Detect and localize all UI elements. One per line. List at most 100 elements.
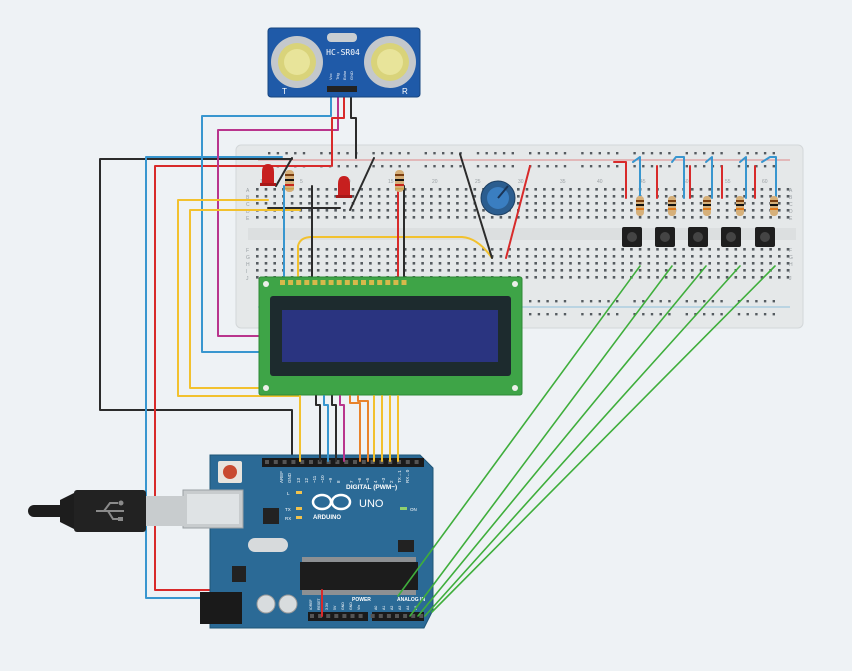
wire-black-jumper-2[interactable] <box>349 157 375 211</box>
wire-blue-sensor-vcc[interactable] <box>201 95 332 353</box>
arduino-uno[interactable]: AREF GND 13 12 ~11 ~10 ~9 8 7 ~6 ~5 4 ~3… <box>182 454 434 629</box>
wire-black-jumper-1[interactable] <box>275 157 293 187</box>
hole <box>633 313 636 316</box>
hole <box>430 269 433 272</box>
hole <box>525 269 529 272</box>
wire-blue-btn-5[interactable] <box>761 156 777 199</box>
hole <box>280 280 285 285</box>
hole <box>551 269 555 272</box>
wire-yellow-left[interactable] <box>177 199 301 397</box>
hole <box>459 165 462 168</box>
reset-button-cap[interactable] <box>223 465 237 479</box>
wire-red-btn-1[interactable] <box>613 161 627 199</box>
hole <box>717 269 720 272</box>
hole <box>386 216 390 219</box>
hole <box>336 280 342 285</box>
hole <box>464 269 468 272</box>
wire-red-sensor-echo[interactable] <box>331 95 345 167</box>
resistor-2[interactable] <box>395 170 404 192</box>
hole <box>664 209 668 212</box>
ultrasonic-sensor[interactable]: HC-SR04 T R Vcc Trig Echo GND <box>267 27 421 98</box>
hole <box>703 165 706 168</box>
wire-blue-lcd-arduino[interactable] <box>323 395 329 462</box>
wire-green-btn-4[interactable] <box>424 265 741 617</box>
hole <box>325 195 329 198</box>
hole <box>537 313 541 316</box>
hole <box>560 209 564 212</box>
wire-black-sensor-gnd[interactable] <box>350 95 357 159</box>
hole <box>581 313 584 316</box>
hole <box>343 216 346 219</box>
wire-blue-btn-3[interactable] <box>705 156 713 199</box>
hole <box>450 152 454 155</box>
row-letter: B <box>246 195 250 201</box>
hole <box>685 165 688 168</box>
hole <box>734 248 738 251</box>
hole <box>447 188 450 191</box>
digital-label: DIGITAL (PWM~) <box>346 484 397 491</box>
wire-black-lcd-arduino-2[interactable] <box>331 395 337 462</box>
wire-green-btn-5[interactable] <box>431 265 776 613</box>
hole <box>273 255 276 258</box>
wire-black-lcd-arduino-1[interactable] <box>315 395 321 462</box>
wire-black-jumper-3[interactable] <box>459 153 493 259</box>
pin-label: A0 <box>374 606 378 610</box>
button-cap[interactable] <box>660 232 670 242</box>
wire-yellow-left-2[interactable] <box>189 209 301 389</box>
button-cap[interactable] <box>760 232 770 242</box>
pushbutton-4[interactable] <box>721 227 741 247</box>
hole <box>760 195 764 198</box>
hole <box>586 255 590 258</box>
hole <box>751 216 755 219</box>
hole <box>372 152 375 155</box>
potentiometer[interactable] <box>480 180 516 216</box>
hole <box>334 262 337 265</box>
wire-blue-btn-4[interactable] <box>739 156 747 199</box>
button-cap[interactable] <box>627 232 637 242</box>
wire-blue-btn-1[interactable] <box>632 156 641 199</box>
hole <box>656 202 659 205</box>
hole <box>430 195 433 198</box>
pushbutton-3[interactable] <box>688 227 708 247</box>
resistor-1[interactable] <box>285 170 294 192</box>
column-number: 45 <box>640 179 646 185</box>
pushbutton-2[interactable] <box>655 227 675 247</box>
hole <box>273 216 276 219</box>
wire-red-jumper-pot[interactable] <box>505 165 531 259</box>
wire-magenta-lcd-arduino[interactable] <box>339 395 345 462</box>
wire-orange-lcd-arduino-2[interactable] <box>357 395 369 462</box>
resistor-band <box>770 200 778 202</box>
row-letter: F <box>246 248 249 254</box>
lcd-display[interactable] <box>258 276 523 396</box>
hole <box>743 276 746 279</box>
button-cap[interactable] <box>693 232 703 242</box>
pushbutton-5[interactable] <box>755 227 775 247</box>
led-2[interactable] <box>336 176 352 198</box>
hole <box>659 152 662 155</box>
pushbutton-1[interactable] <box>622 227 642 247</box>
hole <box>308 195 311 198</box>
analog-label: ANALOG IN <box>397 597 425 603</box>
hole <box>407 152 410 155</box>
hole <box>563 152 567 155</box>
hole <box>555 165 558 168</box>
wire-green-btn-2[interactable] <box>409 265 673 617</box>
wire-green-btn-1[interactable] <box>397 265 641 597</box>
hole <box>737 152 741 155</box>
usb-cable[interactable] <box>28 490 186 532</box>
hole <box>664 276 668 279</box>
hole <box>525 209 529 212</box>
hole <box>555 152 558 155</box>
button-cap[interactable] <box>726 232 736 242</box>
hole <box>343 248 346 251</box>
wire-black-gnd-loop[interactable] <box>99 158 293 462</box>
hole <box>751 269 755 272</box>
hole <box>456 195 459 198</box>
hole <box>412 209 416 212</box>
wire-green-btn-3[interactable] <box>417 265 707 617</box>
hole <box>421 216 424 219</box>
led-1[interactable] <box>260 164 276 186</box>
wire-blue-btn-2[interactable] <box>671 156 685 199</box>
wire-orange-lcd-arduino-1[interactable] <box>349 395 361 462</box>
